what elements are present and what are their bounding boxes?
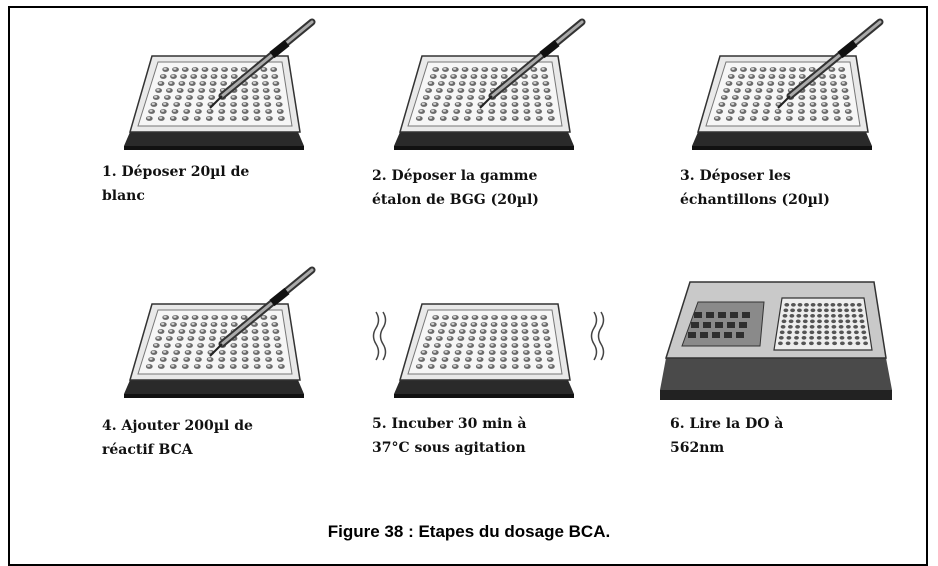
step-5: 5. Incuber 30 min à 37°C sous agitation	[372, 262, 612, 492]
step-6: 6. Lire la DO à 562nm	[660, 262, 900, 492]
step-6-caption: 6. Lire la DO à 562nm	[670, 416, 784, 456]
figure-caption: Figure 38 : Etapes du dosage BCA.	[327, 522, 611, 541]
step-4: 4. Ajouter 200µl de réactif BCA	[102, 262, 342, 492]
microplate-with-pipette-icon	[124, 266, 316, 398]
microplate-with-pipette-icon	[124, 18, 316, 150]
step-1-caption: 1. Déposer 20µl de blanc	[102, 164, 250, 204]
microplate-with-pipette-icon	[394, 18, 586, 150]
step-3-caption: 3. Déposer les échantillons (20µl)	[680, 168, 830, 208]
microplate-with-pipette-icon	[692, 18, 884, 150]
step-2: 2. Déposer la gamme étalon de BGG (20µl)	[372, 14, 612, 244]
microplate-shaking-icon	[372, 303, 605, 398]
plate-reader-icon	[660, 281, 892, 400]
step-2-caption: 2. Déposer la gamme étalon de BGG (20µl)	[372, 168, 539, 208]
step-3: 3. Déposer les échantillons (20µl)	[670, 14, 910, 244]
step-4-caption: 4. Ajouter 200µl de réactif BCA	[102, 418, 253, 458]
step-1: 1. Déposer 20µl de blanc	[102, 14, 342, 244]
step-5-caption: 5. Incuber 30 min à 37°C sous agitation	[372, 416, 527, 456]
